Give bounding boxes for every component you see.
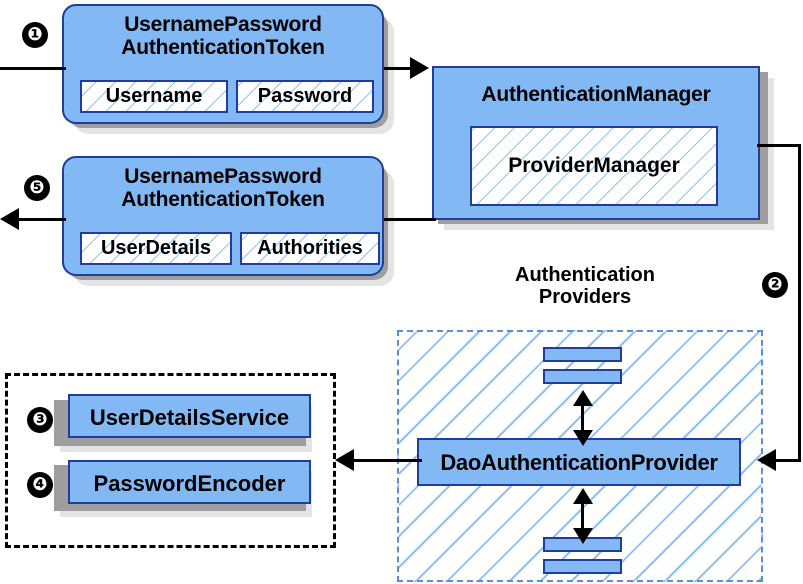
outgoing-response-arrowhead	[0, 208, 19, 230]
request-token-title-line2: AuthenticationToken	[121, 35, 325, 59]
provider-chain-arrow-up-top	[573, 390, 593, 406]
request-authentication-token-box[interactable]: UsernamePassword AuthenticationToken Use…	[62, 4, 384, 124]
response-token-title: UsernamePassword AuthenticationToken	[64, 165, 382, 211]
password-field[interactable]: Password	[236, 80, 374, 113]
incoming-request-line	[0, 67, 66, 70]
support-services-group	[5, 373, 336, 548]
authentication-manager-box[interactable]: AuthenticationManager ProviderManager	[432, 66, 760, 220]
userdetails-field-label: UserDetails	[100, 237, 212, 259]
response-authentication-token-box[interactable]: UsernamePassword AuthenticationToken Use…	[62, 156, 384, 276]
dao-authentication-provider-box[interactable]: DaoAuthenticationProvider	[417, 438, 741, 486]
manager-to-provider-line-vertical	[798, 144, 801, 460]
password-encoder-box[interactable]: PasswordEncoder	[68, 460, 311, 504]
user-details-service-box[interactable]: UserDetailsService	[68, 394, 311, 438]
password-field-label: Password	[257, 85, 353, 107]
authorities-field-label: Authorities	[257, 237, 363, 259]
manager-to-response-token-line	[384, 218, 436, 221]
provider-manager-label: ProviderManager	[508, 154, 680, 177]
provider-chain-arrow-down-top	[573, 430, 593, 446]
password-encoder-label: PasswordEncoder	[93, 471, 286, 496]
dao-to-services-arrowhead	[335, 449, 354, 471]
manager-to-provider-line-bottom	[768, 459, 801, 462]
response-token-title-line2: AuthenticationToken	[121, 187, 325, 211]
manager-to-provider-arrowhead	[757, 449, 776, 471]
providers-label-line1: Authentication	[515, 264, 655, 286]
authorities-field[interactable]: Authorities	[240, 232, 380, 265]
token-to-manager-arrowhead	[410, 57, 429, 79]
step-badge-2: ❷	[762, 272, 788, 298]
username-field[interactable]: Username	[80, 80, 228, 113]
provider-placeholder-bar-top-1	[543, 347, 622, 362]
provider-manager-box[interactable]: ProviderManager	[470, 126, 718, 206]
outgoing-response-line	[14, 218, 66, 221]
provider-placeholder-bar-top-2	[543, 369, 622, 384]
step-badge-1: ❶	[22, 22, 48, 48]
provider-chain-line-top	[581, 396, 584, 440]
manager-to-provider-line-top	[757, 144, 801, 147]
providers-label-line2: Providers	[538, 286, 632, 308]
token-to-manager-line	[384, 67, 418, 70]
providers-region-label: Authentication Providers	[455, 264, 715, 308]
dao-authentication-provider-label: DaoAuthenticationProvider	[440, 450, 718, 475]
provider-placeholder-bar-bottom-2	[543, 559, 622, 574]
request-token-title-line1: UsernamePassword	[124, 13, 322, 36]
userdetails-field[interactable]: UserDetails	[80, 232, 232, 265]
step-badge-5: ❺	[24, 175, 50, 201]
user-details-service-label: UserDetailsService	[89, 405, 290, 430]
step-badge-4: ❹	[27, 472, 53, 498]
authentication-manager-title: AuthenticationManager	[481, 83, 711, 106]
dao-to-services-line	[352, 459, 422, 462]
response-token-title-line1: UsernamePassword	[124, 165, 322, 188]
provider-chain-arrow-up-bottom	[573, 488, 593, 504]
provider-chain-line-bottom	[581, 494, 584, 538]
username-field-label: Username	[105, 85, 203, 107]
provider-chain-arrow-down-bottom	[573, 528, 593, 544]
step-badge-3: ❸	[27, 407, 53, 433]
request-token-title: UsernamePassword AuthenticationToken	[64, 13, 382, 59]
